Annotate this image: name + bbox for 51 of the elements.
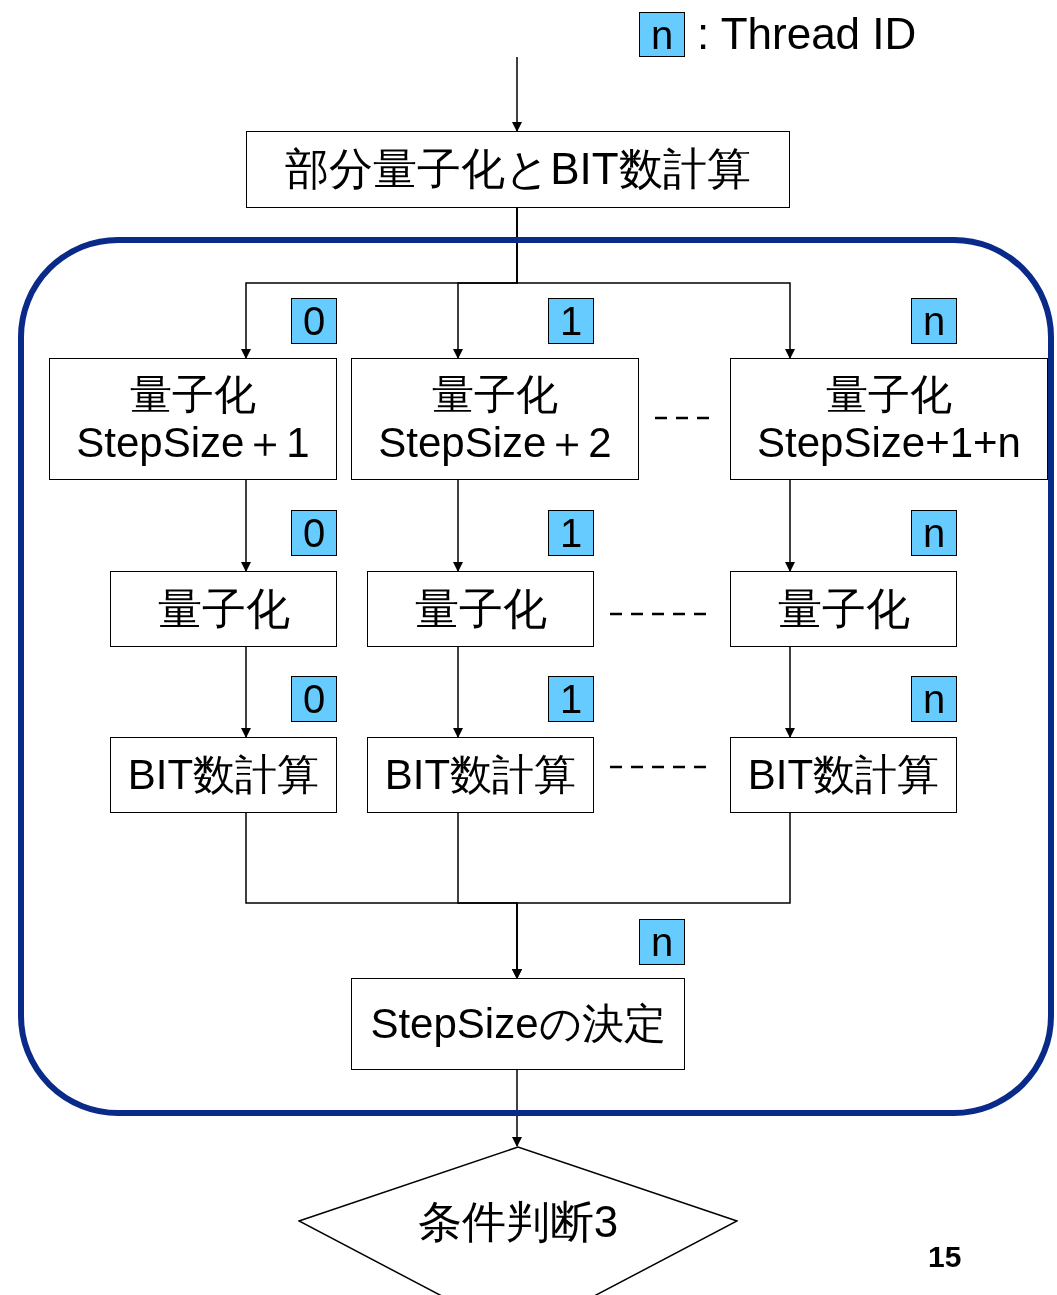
process-label: StepSize＋1 xyxy=(76,419,310,468)
process-box xyxy=(730,358,1048,480)
arrow xyxy=(785,646,795,738)
process-label: BIT数計算 xyxy=(384,750,577,800)
process-box xyxy=(49,358,337,480)
process-box xyxy=(730,571,957,647)
thread-id-badge: n xyxy=(911,298,957,344)
process-label: 量子化 xyxy=(777,583,910,635)
process-label: StepSize＋2 xyxy=(378,419,612,468)
thread-id-badge: 1 xyxy=(548,298,594,344)
arrow xyxy=(241,479,251,572)
process-label: 量子化 xyxy=(826,370,952,419)
thread-id-badge: 1 xyxy=(548,676,594,722)
process-label: 量子化 xyxy=(157,583,290,635)
process-box xyxy=(351,358,639,480)
process-box xyxy=(246,131,790,208)
arrow xyxy=(512,1069,522,1147)
thread-id-badge: 0 xyxy=(291,676,337,722)
thread-id-badge: 0 xyxy=(291,298,337,344)
page-number: 15 xyxy=(928,1242,962,1272)
thread-id-badge: n xyxy=(639,12,685,57)
process-box xyxy=(110,571,337,647)
arrow xyxy=(241,646,251,738)
thread-id-badge: 0 xyxy=(291,510,337,556)
thread-id-badge: n xyxy=(911,510,957,556)
thread-id-badge: n xyxy=(911,676,957,722)
process-box xyxy=(730,737,957,813)
thread-id-badge: 1 xyxy=(548,510,594,556)
arrow xyxy=(512,56,522,132)
loop-frame xyxy=(18,237,1054,1116)
process-box xyxy=(351,978,685,1070)
process-label: 量子化 xyxy=(432,370,558,419)
process-box xyxy=(367,571,594,647)
process-label: 量子化 xyxy=(130,370,256,419)
process-label: StepSizeの決定 xyxy=(370,999,666,1049)
thread-id-badge: n xyxy=(639,919,685,965)
arrow xyxy=(453,479,463,572)
process-label: 量子化 xyxy=(414,583,547,635)
arrow xyxy=(785,479,795,572)
decision-label: 条件判断3 xyxy=(417,1195,619,1248)
decision-diamond xyxy=(298,1146,738,1295)
process-label: BIT数計算 xyxy=(747,750,940,800)
arrow xyxy=(516,207,795,359)
process-box xyxy=(110,737,337,813)
process-label: 部分量子化とBIT数計算 xyxy=(285,144,751,195)
process-label: BIT数計算 xyxy=(127,750,320,800)
process-box xyxy=(367,737,594,813)
arrow xyxy=(453,646,463,738)
legend-text: : Thread ID xyxy=(697,10,917,59)
process-label: StepSize+1+n xyxy=(757,419,1021,468)
arrow xyxy=(512,812,791,979)
